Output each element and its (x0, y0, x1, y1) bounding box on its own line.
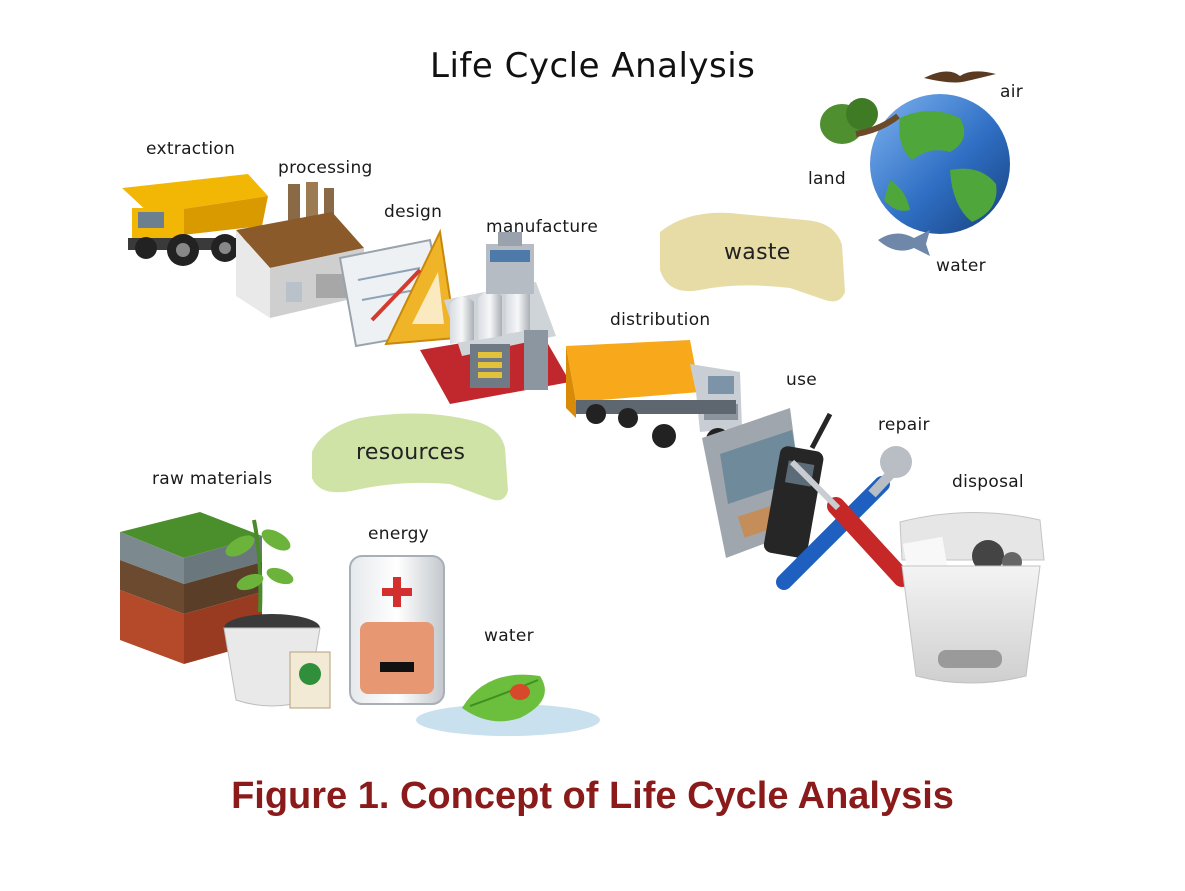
label-repair: repair (878, 415, 930, 435)
waste-arrow (660, 212, 845, 302)
wrench-screwdriver-icon (776, 446, 912, 590)
label-use: use (786, 370, 817, 390)
label-extraction: extraction (146, 139, 236, 159)
diagram-title: Life Cycle Analysis (430, 46, 756, 86)
battery-icon (349, 555, 445, 705)
label-air: air (1000, 82, 1024, 102)
label-output-water: water (936, 256, 986, 276)
design-tools-icon (338, 228, 458, 348)
factory-building-icon (236, 182, 364, 318)
delivery-truck-icon (566, 340, 742, 452)
label-energy: energy (368, 524, 430, 544)
manufacturing-plant-icon (420, 232, 570, 404)
label-resources: resources (356, 440, 466, 465)
dump-truck-icon (122, 174, 268, 266)
label-input-water: water (484, 626, 534, 646)
trash-bin-icon (899, 512, 1045, 684)
figure-caption: Figure 1. Concept of Life Cycle Analysis (231, 775, 954, 817)
tree-icon (820, 98, 900, 144)
leaf-water-icon (416, 674, 600, 736)
label-manufacture: manufacture (486, 217, 599, 237)
label-design: design (384, 202, 443, 222)
fish-icon (878, 230, 930, 256)
label-waste: waste (724, 240, 791, 265)
label-land: land (808, 169, 846, 189)
label-raw-materials: raw materials (152, 469, 273, 489)
resources-arrow (312, 413, 508, 501)
label-distribution: distribution (610, 310, 711, 330)
label-processing: processing (278, 158, 373, 178)
potted-plant-icon (223, 519, 331, 709)
label-disposal: disposal (952, 472, 1024, 492)
earth-globe-icon (870, 94, 1010, 234)
bird-icon (924, 71, 996, 83)
